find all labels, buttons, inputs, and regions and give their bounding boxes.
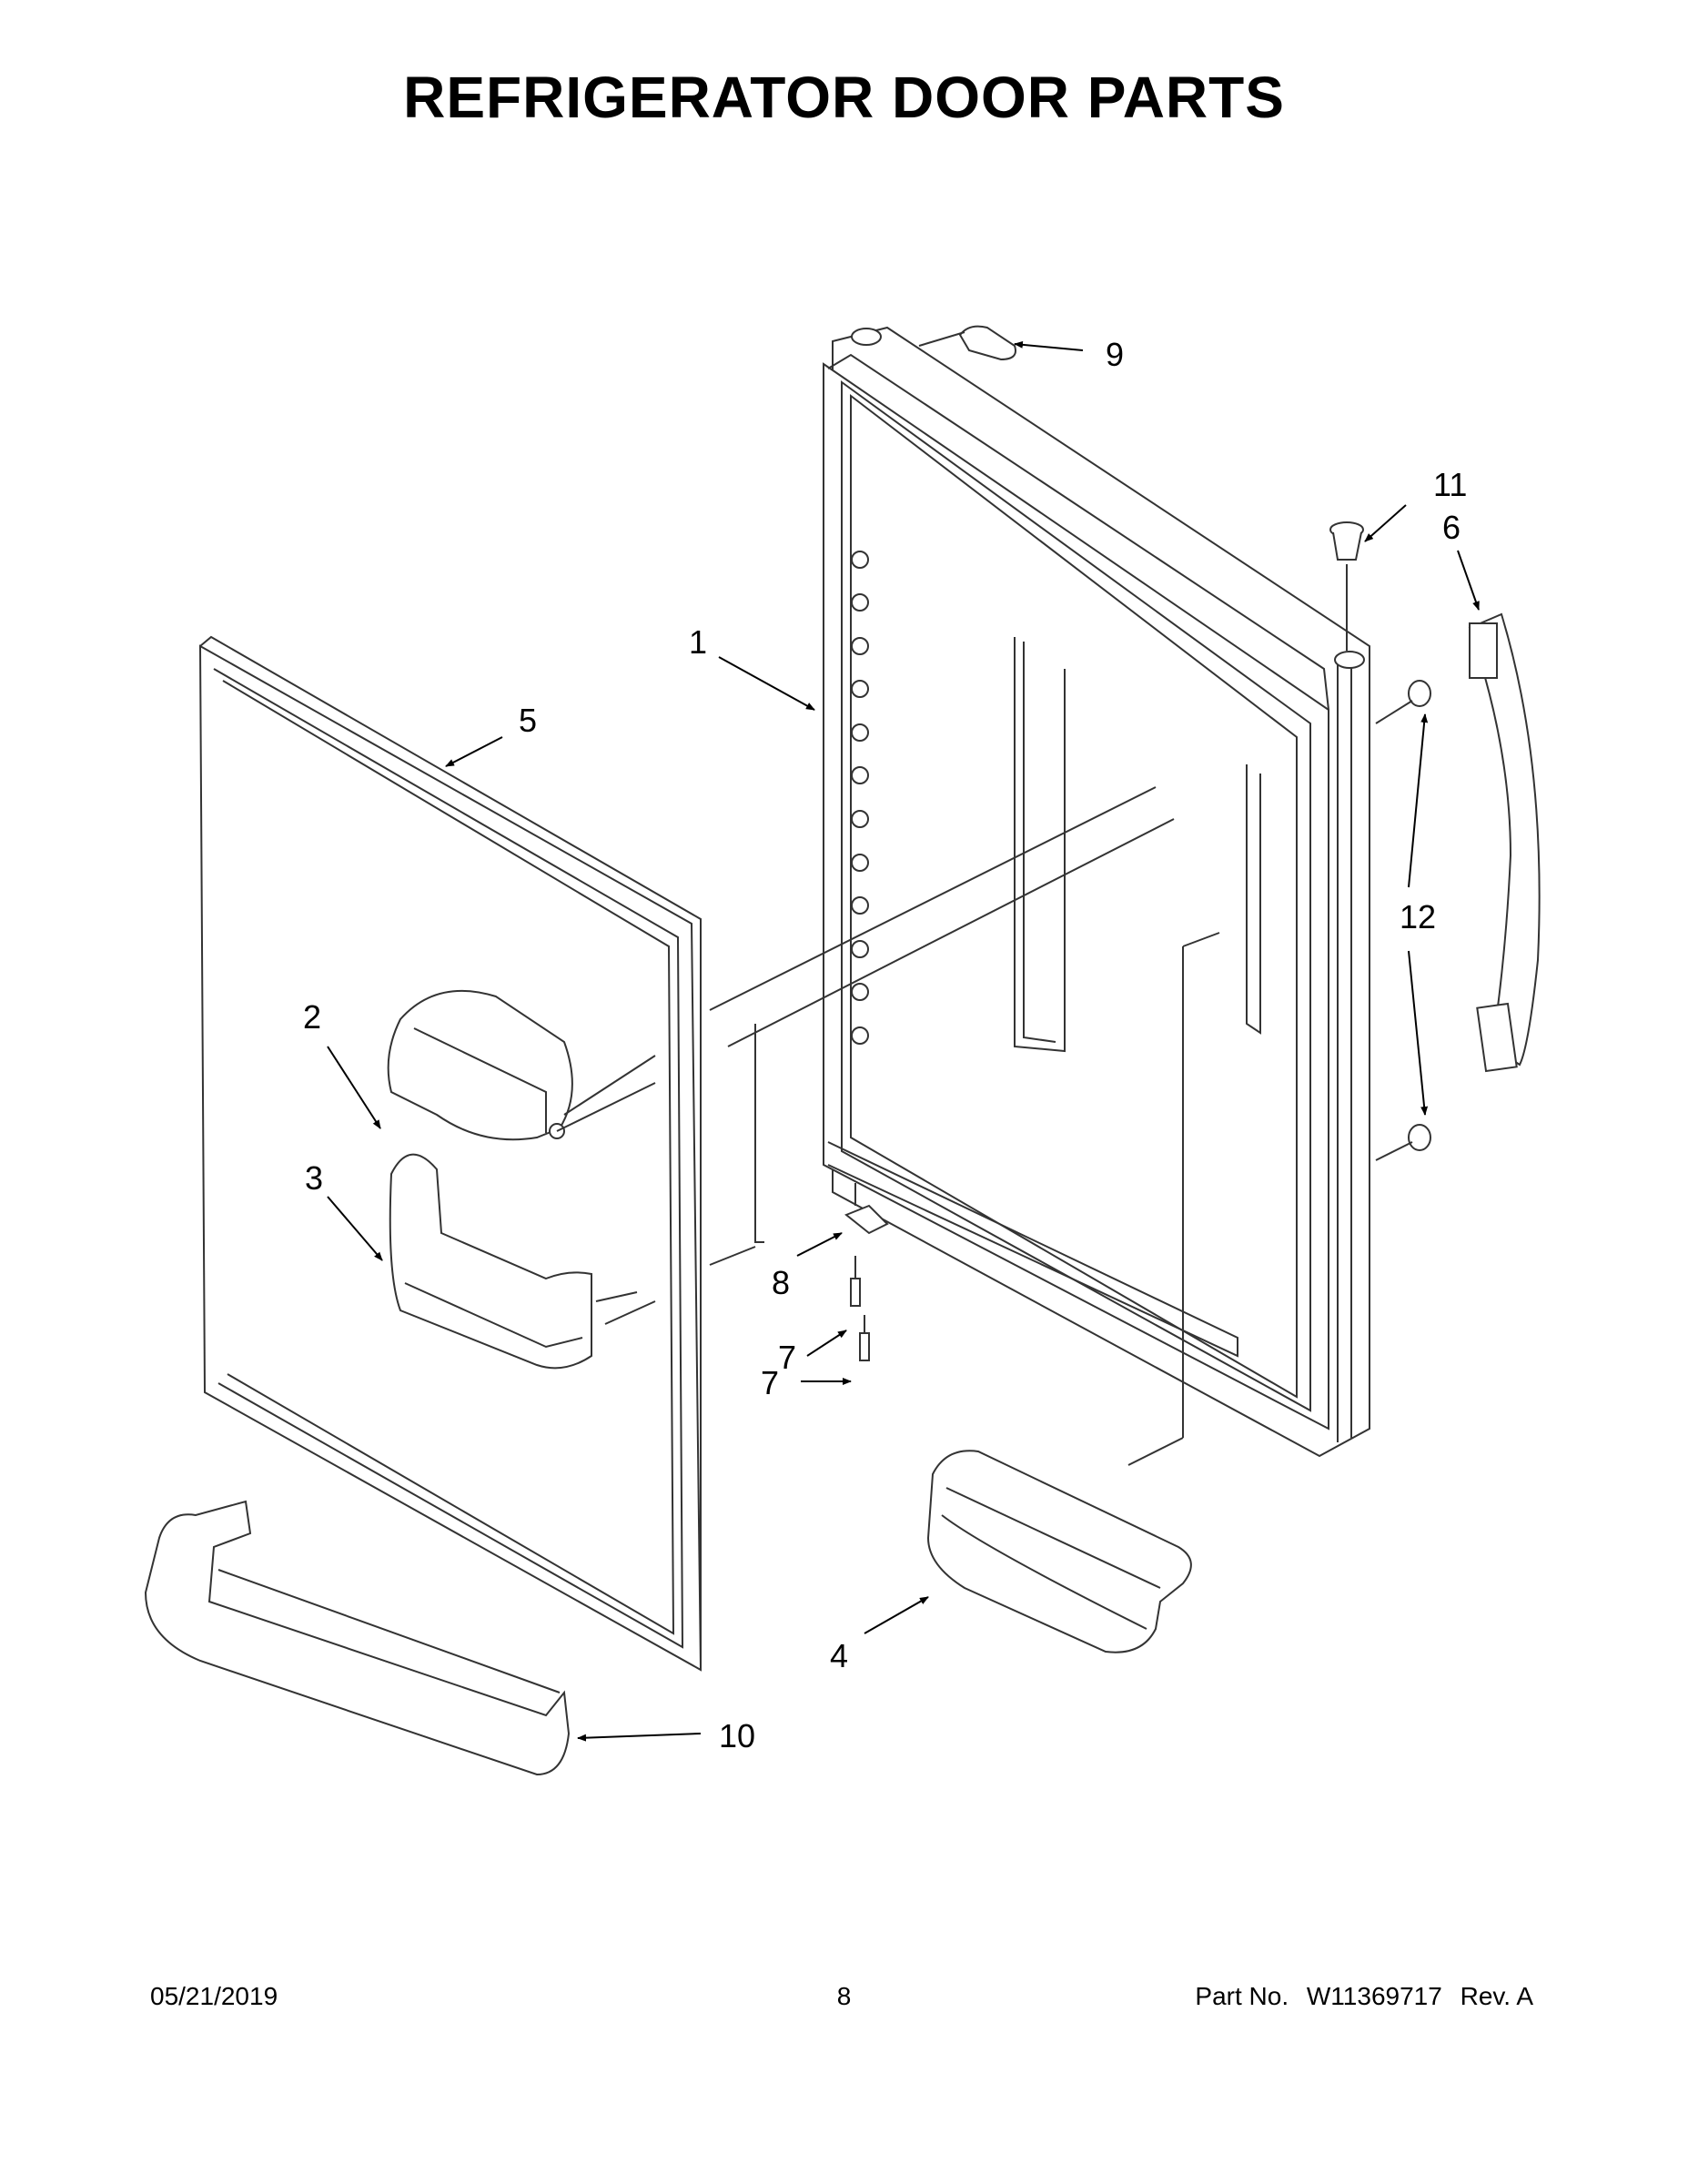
dispenser-bin: [389, 1153, 656, 1370]
callout-7b: 7: [761, 1364, 779, 1401]
footer-date: 05/21/2019: [150, 1982, 278, 2010]
callout-arrow-10: [577, 1733, 702, 1742]
callout-arrow-11: [1364, 504, 1407, 542]
callout-7a: 7: [778, 1339, 796, 1376]
hinge-bracket-and-screws: [844, 1183, 889, 1361]
callout-arrow-12-down: [1408, 950, 1429, 1116]
footer-page-number: 8: [836, 1982, 852, 2010]
hinge-bushing: [1329, 521, 1364, 651]
part-number: W11369717: [1306, 1982, 1442, 2010]
callout-arrow-5: [445, 736, 503, 767]
callout-arrow-6: [1457, 550, 1480, 611]
page-title: REFRIGERATOR DOOR PARTS: [403, 65, 1285, 130]
callout-arrow-7a: [806, 1330, 847, 1357]
dispenser-cover: [387, 989, 656, 1141]
door-shelf-bin: [926, 946, 1192, 1653]
callout-arrow-9: [1014, 340, 1084, 351]
callout-10: 10: [719, 1717, 755, 1754]
callout-11: 11: [1433, 466, 1467, 503]
callout-1: 1: [689, 623, 707, 661]
callout-arrow-3: [327, 1196, 383, 1261]
callout-9: 9: [1106, 336, 1124, 373]
alignment-lines: [709, 786, 1220, 1266]
part-number-label: Part No.: [1195, 1982, 1289, 2010]
callout-8: 8: [772, 1264, 790, 1301]
door-liner-part: [823, 326, 1370, 1458]
callout-4: 4: [830, 1637, 848, 1674]
callout-arrow-1: [718, 656, 815, 711]
callout-5: 5: [519, 702, 537, 739]
bottom-door-trim: [144, 1500, 571, 1776]
door-handle: [1468, 612, 1541, 1073]
callout-3: 3: [305, 1159, 323, 1197]
hinge-gasket: [918, 325, 1016, 361]
outer-door-panel: [198, 635, 702, 1672]
callout-6: 6: [1442, 509, 1461, 546]
callout-arrow-12-up: [1408, 713, 1429, 888]
callout-arrow-8: [796, 1232, 843, 1257]
callout-2: 2: [303, 998, 321, 1036]
callout-arrow-4: [864, 1596, 929, 1634]
callout-12: 12: [1400, 898, 1436, 935]
revision: Rev. A: [1460, 1982, 1533, 2010]
footer-part-info: Part No. W11369717 Rev. A: [1195, 1982, 1533, 2011]
callout-arrow-2: [327, 1046, 381, 1129]
handle-studs: [1375, 680, 1431, 1161]
